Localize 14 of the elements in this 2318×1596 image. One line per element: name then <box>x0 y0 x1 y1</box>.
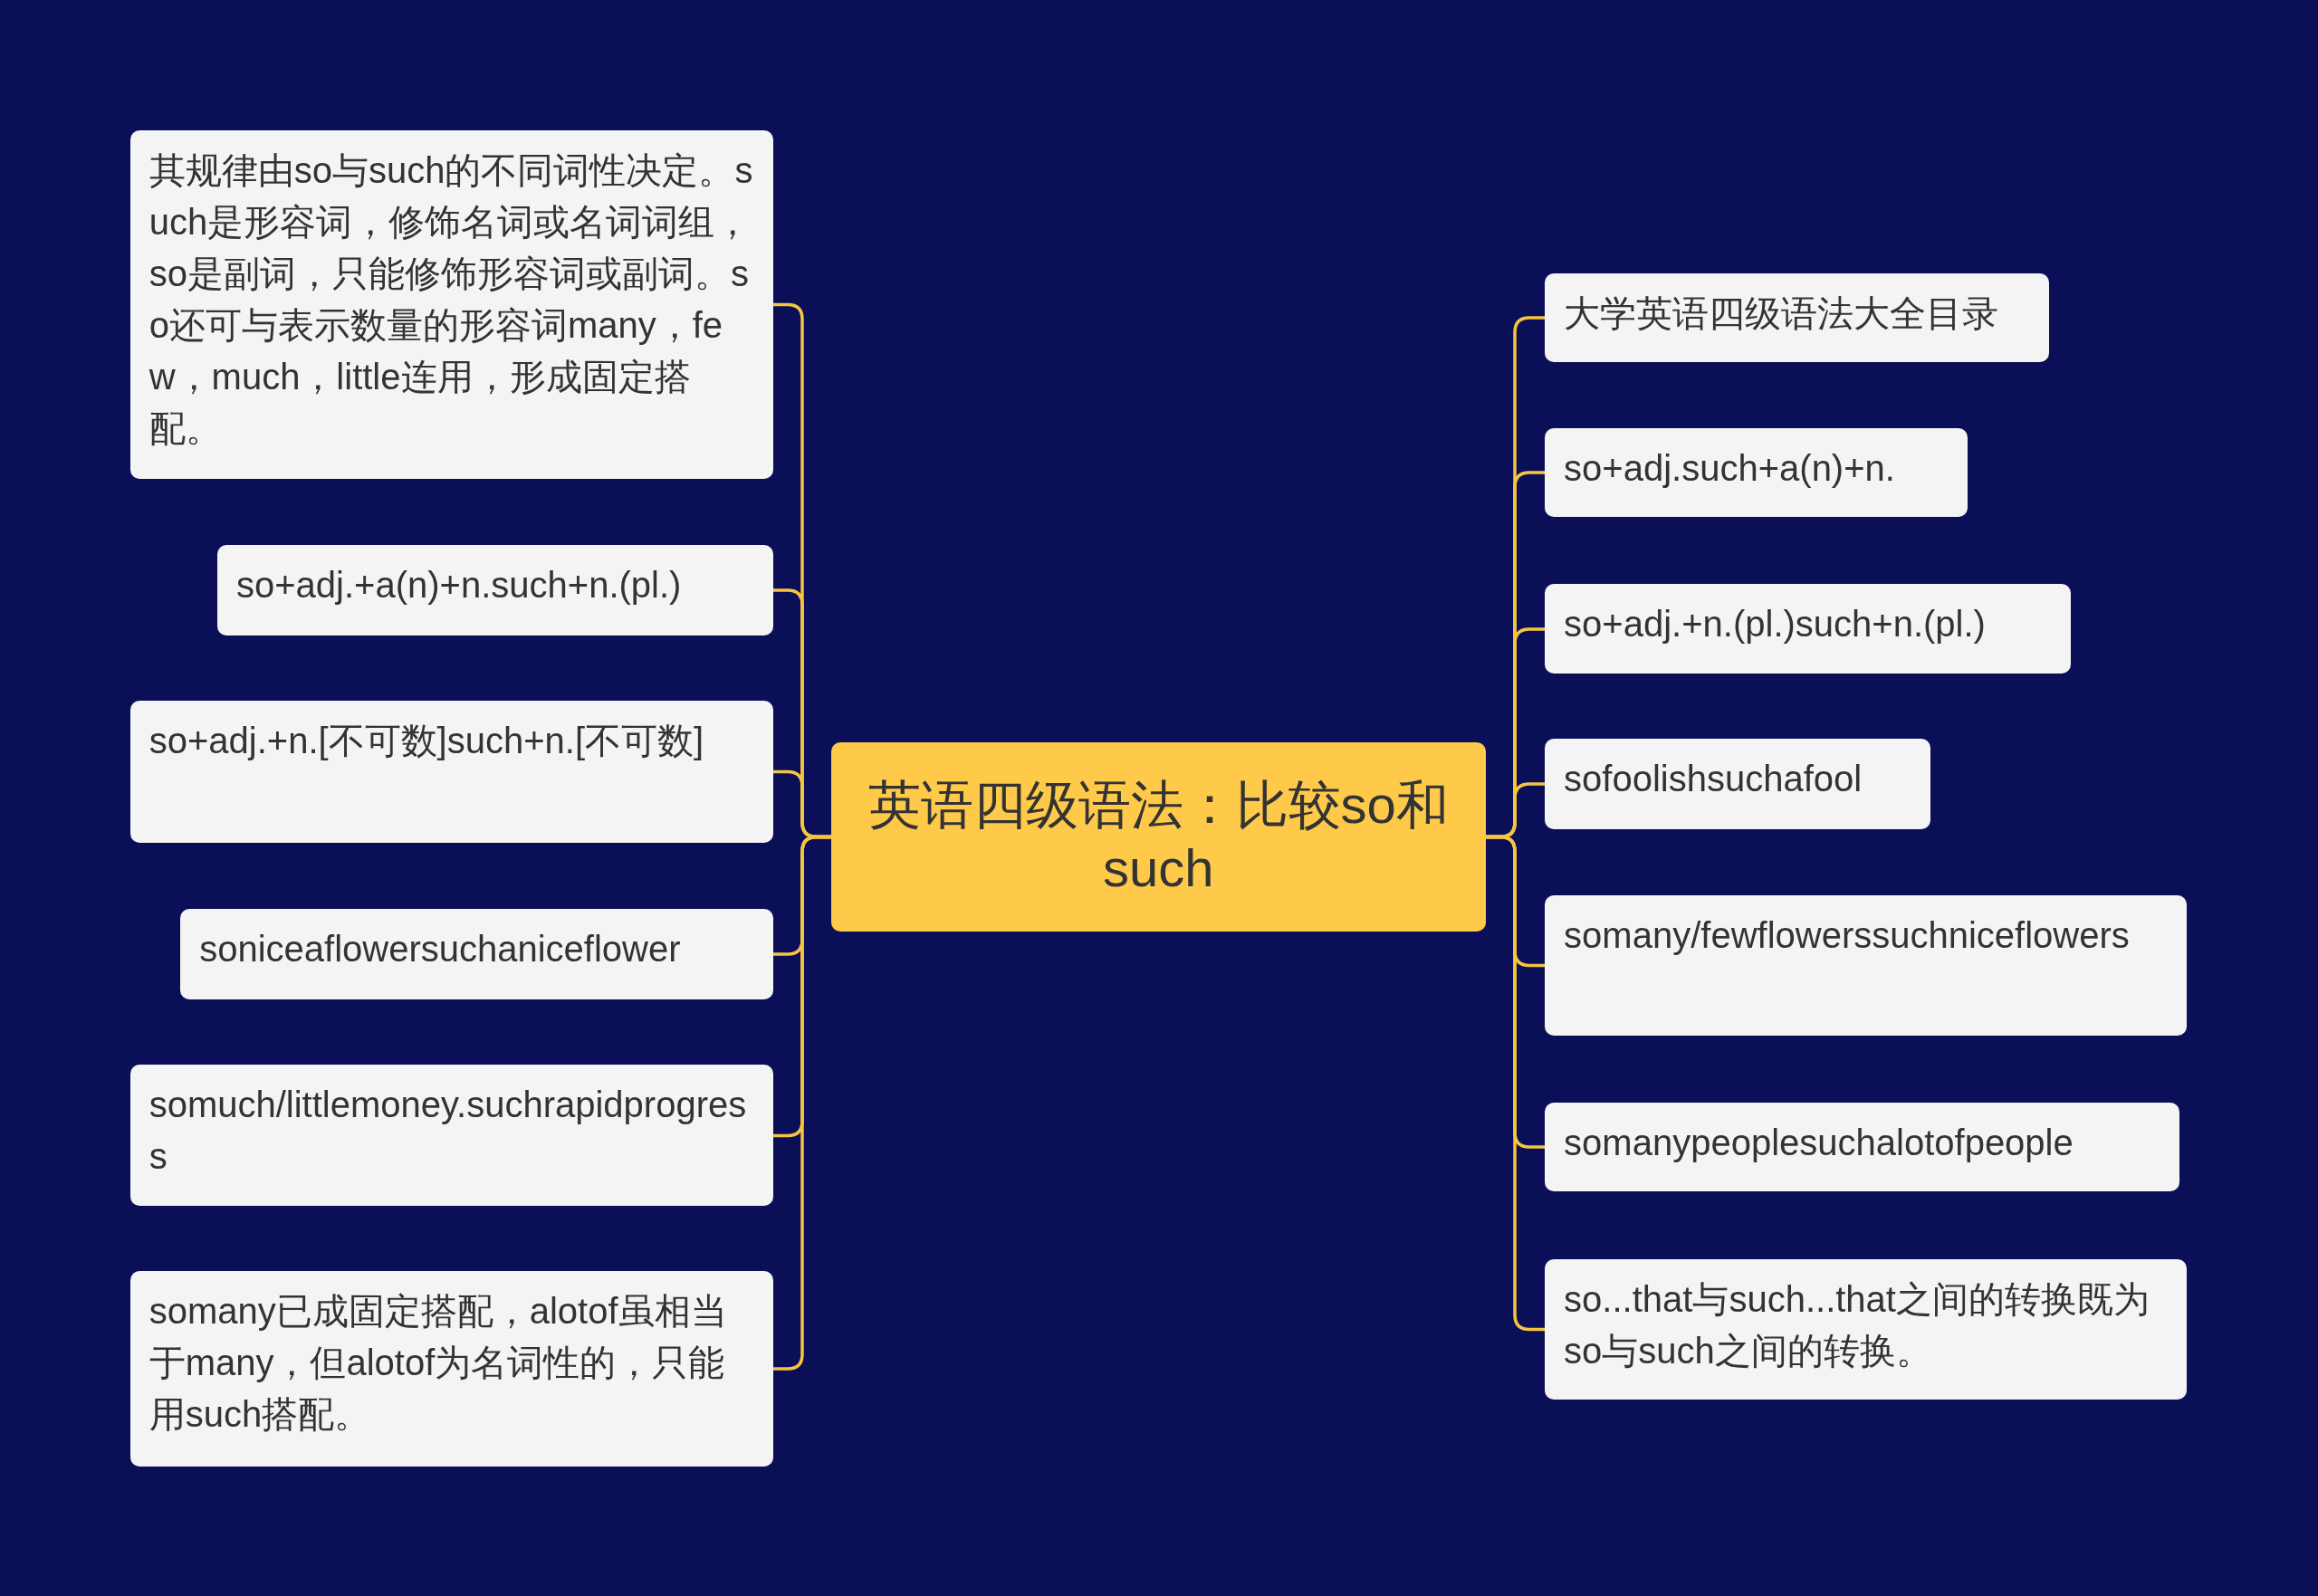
branch-box: so+adj.+n.[不可数]such+n.[不可数] <box>129 700 773 843</box>
branch-box: so+adj.+n.(pl.)such+n.(pl.) <box>1545 583 2072 674</box>
branch-box: so+adj.+a(n)+n.such+n.(pl.) <box>217 545 773 636</box>
topic-box: 英语四级语法：比较so和such <box>830 741 1486 932</box>
branch-box: so...that与such...that之间的转换既为so与such之间的转换。 <box>1545 1259 2187 1400</box>
branch-box: sofoolishsuchafool <box>1545 739 1931 829</box>
branch-box: somuch/littlemoney.suchrapidprogress <box>129 1064 773 1207</box>
branch-box: 大学英语四级语法大全目录 <box>1545 273 2049 362</box>
branch-box: somany/fewflowerssuchniceflowers <box>1545 895 2187 1037</box>
branch-box: soniceaflowersuchaniceflower <box>180 909 773 999</box>
branch-box: 其规律由so与such的不同词性决定。such是形容词，修饰名词或名词词组，so是副词，只能修饰形容词或副词。so还可与表示数量的形容词many，few，much，little连用，形成固定搭配。 <box>129 129 773 479</box>
branch-box: somanypeoplesuchalotofpeople <box>1545 1102 2179 1191</box>
branch-box: so+adj.such+a(n)+n. <box>1545 428 1968 518</box>
branch-box: somany已成固定搭配，alotof虽相当于many，但alotof为名词性的，只能用such搭配。 <box>129 1271 773 1467</box>
